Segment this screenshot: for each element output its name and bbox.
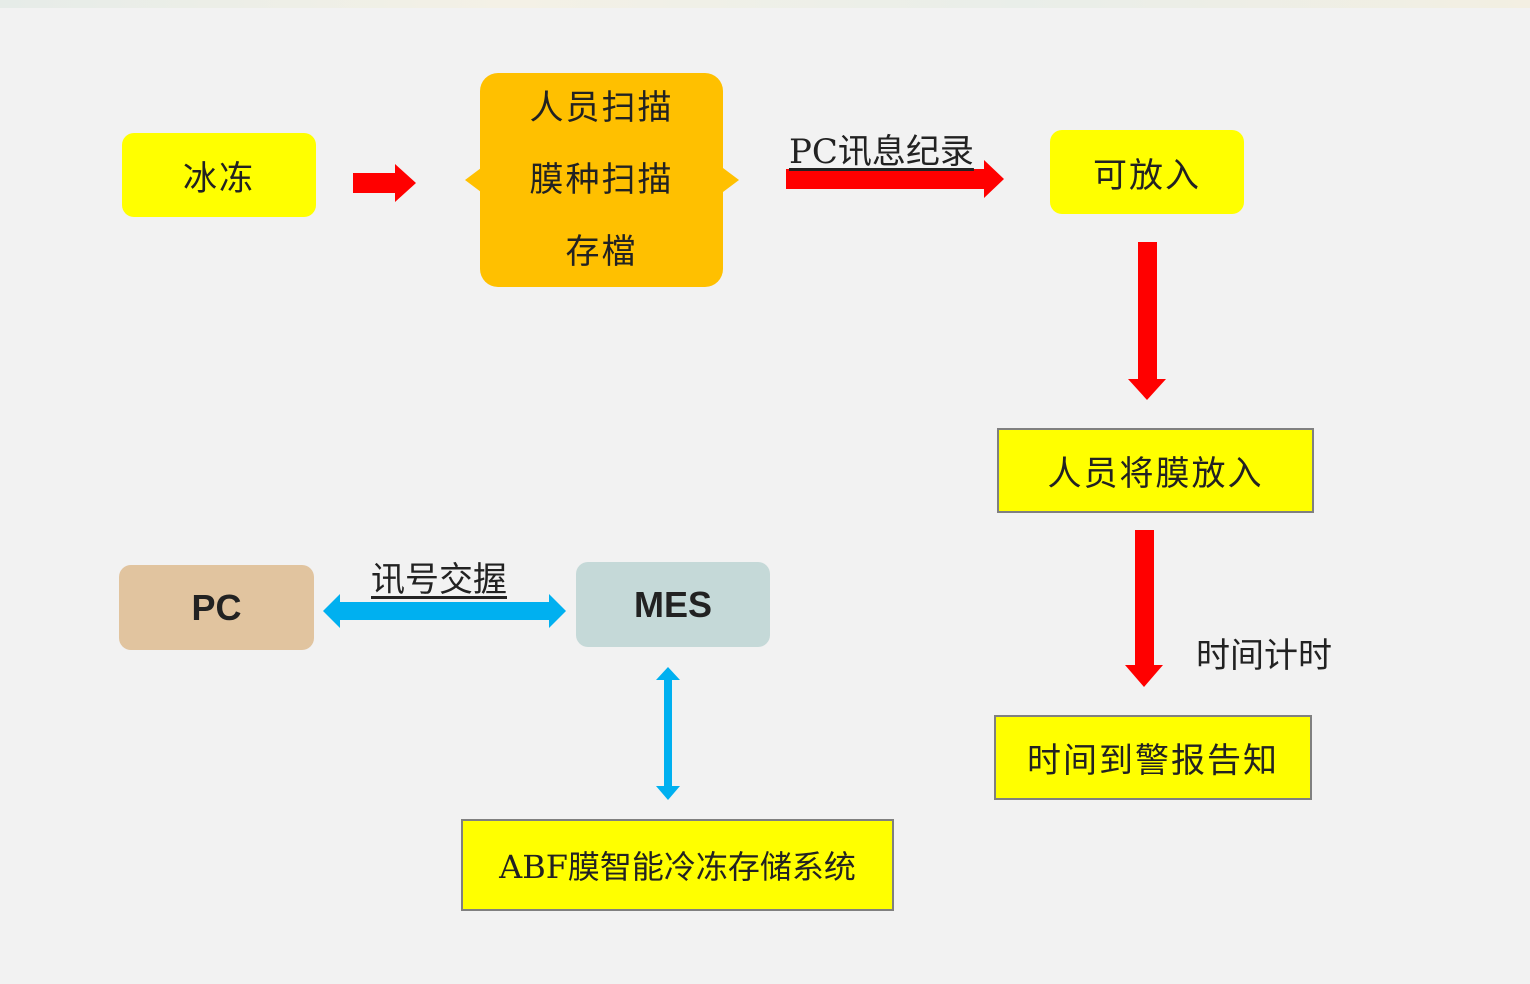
node-abf-system-label: ABF膜智能冷冻存储系统 xyxy=(499,848,856,886)
node-can-put-label: 可放入 xyxy=(1093,155,1201,196)
arrow-scan-to-canput xyxy=(786,160,1004,198)
scan-line-film: 膜种扫描 xyxy=(529,160,674,200)
node-freeze-label: 冰冻 xyxy=(183,158,255,199)
arrow-canput-to-personput xyxy=(1128,242,1166,400)
scan-line-person: 人员扫描 xyxy=(529,88,674,128)
node-pc: PC xyxy=(119,565,314,650)
node-person-put-label: 人员将膜放入 xyxy=(1047,454,1264,494)
node-alarm-label: 时间到警报告知 xyxy=(1027,741,1279,781)
top-decorative-strip xyxy=(0,0,1530,8)
brace-right-tip xyxy=(723,168,739,192)
arrow-mes-abf-double xyxy=(656,667,680,800)
arrow-freeze-to-scan xyxy=(353,164,416,202)
node-person-put: 人员将膜放入 xyxy=(997,428,1314,513)
label-timer: 时间计时 xyxy=(1196,636,1332,676)
brace-left-tip xyxy=(465,168,481,192)
node-alarm: 时间到警报告知 xyxy=(994,715,1312,800)
label-handshake: 讯号交握 xyxy=(371,560,507,600)
node-mes-label: MES xyxy=(633,583,712,625)
node-can-put: 可放入 xyxy=(1050,130,1244,214)
node-mes: MES xyxy=(576,562,770,647)
node-scan-group: 人员扫描 膜种扫描 存檔 xyxy=(480,73,723,287)
node-freeze: 冰冻 xyxy=(122,133,316,217)
arrow-personput-to-alarm xyxy=(1125,530,1163,687)
arrow-pc-mes-double xyxy=(323,594,566,628)
label-pc-record: PC讯息纪录 xyxy=(789,132,974,172)
scan-line-archive: 存檔 xyxy=(565,232,638,272)
node-pc-label: PC xyxy=(191,586,242,628)
node-abf-system: ABF膜智能冷冻存储系统 xyxy=(461,819,894,911)
